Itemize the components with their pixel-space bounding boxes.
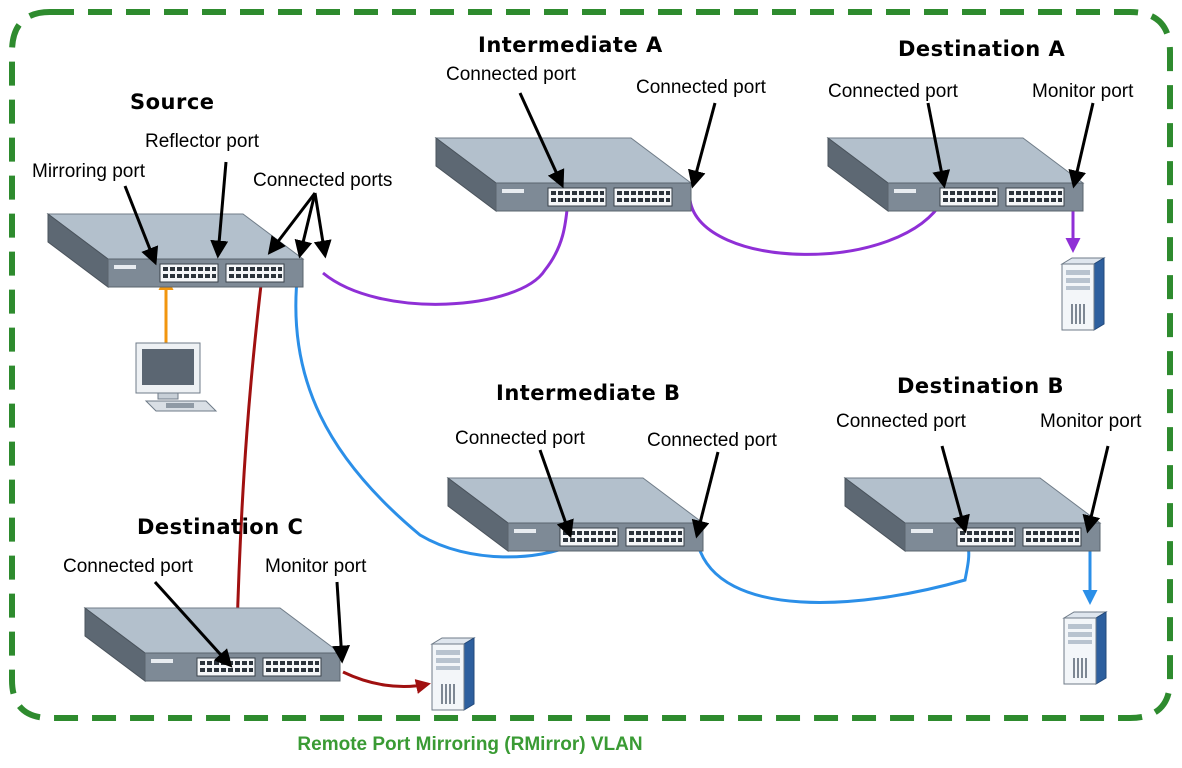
rmirror-vlan-boundary: [9, 9, 1173, 721]
server-icon: [431, 637, 475, 711]
source-switch: [47, 213, 304, 288]
diagram-caption: Remote Port Mirroring (RMirror) VLAN: [297, 734, 642, 755]
destination-a-port-2-pointer: [1068, 102, 1095, 189]
intermediate-a-port-1-pointer: [518, 92, 565, 189]
destination-b-port-1-label: Connected port: [836, 411, 967, 432]
connected-ports-pointer-2: [294, 192, 317, 259]
destination-b-switch: [844, 477, 1101, 552]
intermediate-b-switch: [447, 477, 704, 552]
link-intermediate-a-to-destination-a: [688, 199, 945, 256]
connected-ports-pointer-1: [267, 192, 317, 255]
destination-b-port-2-label: Monitor port: [1040, 411, 1142, 432]
destination-c-port-1-pointer: [153, 580, 233, 668]
intermediate-a-title: Intermediate A: [478, 33, 663, 57]
link-source-to-intermediate-b: [294, 269, 573, 559]
destination-c-port-1-label: Connected port: [63, 556, 194, 577]
destination-a-port-1-pointer: [926, 102, 951, 189]
intermediate-a-port-2-label: Connected port: [636, 77, 767, 98]
destination-c-port-2-pointer: [332, 581, 351, 664]
destination-a-switch: [827, 137, 1084, 212]
link-source-to-intermediate-a: [322, 199, 570, 306]
reflector-port-label: Reflector port: [145, 131, 260, 152]
destination-a-port-2-label: Monitor port: [1032, 81, 1134, 102]
intermediate-a-port-1-label: Connected port: [446, 64, 577, 85]
destination-b-port-2-pointer: [1082, 445, 1110, 534]
intermediate-b-port-2-pointer: [691, 451, 720, 539]
mirroring-port-label: Mirroring port: [32, 161, 146, 182]
destination-c-title: Destination C: [137, 515, 303, 539]
destination-a-port-1-label: Connected port: [828, 81, 959, 102]
reflector-port-pointer: [210, 161, 229, 259]
destination-b-title: Destination B: [897, 374, 1064, 398]
destination-a-title: Destination A: [898, 37, 1065, 61]
connected-ports-label: Connected ports: [253, 170, 392, 191]
mirroring-port-pointer: [123, 185, 159, 266]
intermediate-a-port-2-pointer: [688, 102, 717, 189]
intermediate-b-port-1-label: Connected port: [455, 428, 586, 449]
connected-ports-pointer-3: [313, 192, 332, 259]
computer-icon: [135, 342, 218, 412]
intermediate-b-title: Intermediate B: [496, 381, 681, 405]
intermediate-a-switch: [435, 137, 692, 212]
link-destination-c-to-monitor: [342, 670, 431, 694]
destination-b-port-1-pointer: [940, 445, 970, 534]
link-source-to-destination-c: [234, 267, 265, 673]
intermediate-b-port-1-pointer: [538, 449, 574, 539]
intermediate-b-port-2-label: Connected port: [647, 430, 778, 451]
destination-c-port-2-label: Monitor port: [265, 556, 367, 577]
server-icon: [1063, 611, 1107, 685]
server-icon: [1061, 257, 1105, 331]
link-intermediate-b-to-destination-b: [696, 544, 971, 604]
source-title: Source: [130, 90, 215, 114]
